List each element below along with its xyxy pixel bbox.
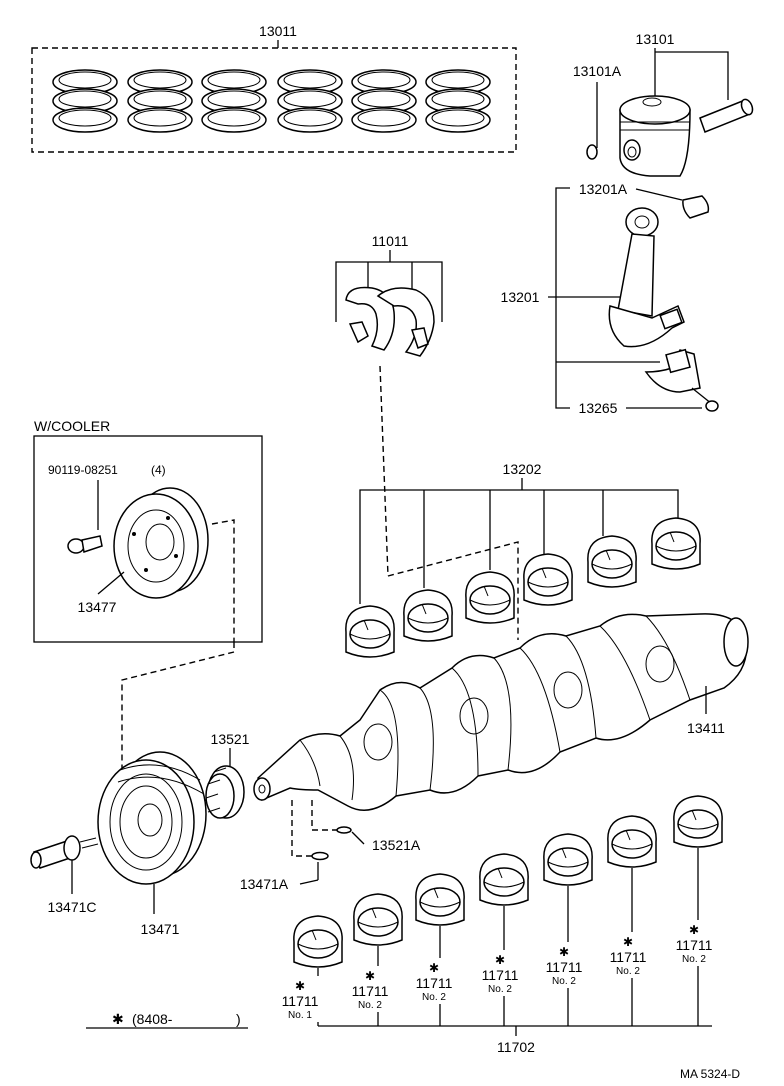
label-13101: 13101 [636, 31, 675, 47]
cooler-box: W/COOLER 90119-08251 (4) 13477 [33, 418, 263, 643]
bearing-shell [403, 589, 453, 642]
piston [619, 95, 691, 177]
crank-pulley: 13471 [97, 751, 207, 937]
label-13471A: 13471A [240, 876, 289, 892]
date-note: ✱ (8408- ) [86, 1011, 248, 1029]
rod-cap [644, 348, 701, 393]
bearing-part-number: 11711 [610, 949, 647, 965]
gear-key: 13521A [311, 800, 421, 853]
label-13202: 13202 [503, 461, 542, 477]
date-note-text: (8408- [132, 1011, 173, 1027]
label-13521: 13521 [211, 731, 250, 747]
bearing-mark: ✱ [495, 953, 505, 967]
label-13101A: 13101A [573, 63, 622, 79]
bearing-shell [651, 517, 701, 570]
bearing-shell [465, 571, 515, 624]
piston-ring-set: 13011 [31, 23, 517, 153]
label-13471: 13471 [141, 921, 180, 937]
cooler-header: W/COOLER [34, 418, 110, 434]
piston-ring-stack [201, 69, 267, 133]
timing-gear: 13521 [205, 731, 250, 819]
label-13011: 13011 [259, 23, 297, 39]
label-bolt-qty: (4) [151, 463, 166, 477]
piston-ring-stack [277, 69, 343, 133]
pulley-key: 13471A [240, 800, 329, 892]
connecting-rod [608, 207, 685, 348]
bearing-shell [543, 833, 593, 886]
cooler-pulley [113, 487, 209, 599]
bearing-shell [607, 815, 657, 868]
bearing-part-number: 11711 [482, 967, 519, 983]
piston-pin [699, 98, 754, 133]
cooler-pulley-bolt [67, 535, 103, 554]
rod-bolt [691, 387, 719, 412]
rod-bushing [682, 195, 710, 219]
piston-ring-stack [127, 69, 193, 133]
connecting-rod-assembly: 13201A 13201 13265 [501, 181, 719, 416]
bearing-mark: ✱ [559, 945, 569, 959]
bearing-mark: ✱ [623, 935, 633, 949]
bearing-shell [415, 873, 465, 926]
bearing-part-number: 11711 [546, 959, 583, 975]
bearing-position: No. 2 [552, 976, 576, 987]
bearing-position: No. 2 [358, 1000, 382, 1011]
bearing-part-number: 11711 [282, 993, 319, 1009]
bearing-shell [293, 915, 343, 968]
piston-pin-clip [586, 144, 598, 160]
bearing-shell [673, 795, 723, 848]
rod-bearing: 11011 [335, 233, 443, 577]
label-90119: 90119-08251 [48, 463, 118, 477]
piston-ring-stack [425, 69, 491, 133]
bearing-shell [587, 535, 637, 588]
date-note-close: ) [236, 1011, 241, 1027]
bearing-position: No. 2 [616, 966, 640, 977]
label-11011: 11011 [372, 233, 409, 249]
label-13265: 13265 [579, 400, 618, 416]
label-13471C: 13471C [47, 899, 96, 915]
date-note-mark: ✱ [112, 1011, 124, 1027]
label-13411: 13411 [687, 720, 725, 736]
bearing-mark: ✱ [295, 979, 305, 993]
piston-ring-stack [351, 69, 417, 133]
piston-ring-stack [52, 69, 118, 133]
bearing-shell [345, 605, 395, 658]
main-bearing-upper-set: 13202 [345, 461, 701, 658]
bearing-shell [523, 553, 573, 606]
bearing-mark: ✱ [365, 969, 375, 983]
bearing-position: No. 1 [288, 1010, 312, 1021]
bearing-mark: ✱ [689, 923, 699, 937]
bearing-part-number: 11711 [676, 937, 713, 953]
bearing-part-number: 11711 [416, 975, 453, 991]
label-11702: 11702 [497, 1039, 535, 1055]
bearing-shell [479, 853, 529, 906]
bearing-position: No. 2 [422, 992, 446, 1003]
crankshaft: 13411 [253, 613, 749, 811]
label-13477: 13477 [78, 599, 117, 615]
bearing-mark: ✱ [429, 961, 439, 975]
label-13201A: 13201A [579, 181, 628, 197]
bearing-shell [353, 893, 403, 946]
bearing-position: No. 2 [488, 984, 512, 995]
bearing-position: No. 2 [682, 954, 706, 965]
label-13521A: 13521A [372, 837, 421, 853]
reference-code: MA 5324-D [680, 1067, 740, 1081]
piston-assembly: 13101 13101A [573, 31, 754, 177]
label-13201: 13201 [501, 289, 540, 305]
bearing-part-number: 11711 [352, 983, 389, 999]
pulley-main-bolt: 13471C [30, 835, 99, 915]
